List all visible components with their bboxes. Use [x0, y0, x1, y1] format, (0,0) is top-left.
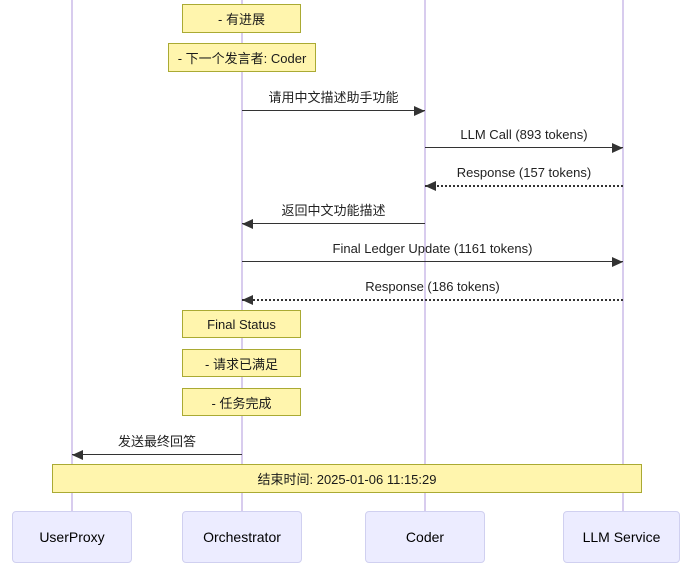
- note: - 下一个发言者: Coder: [168, 43, 316, 72]
- arrowhead-right-icon: [612, 143, 623, 153]
- message-label: Response (186 tokens): [365, 279, 500, 294]
- message-line: [242, 223, 425, 224]
- message-line: [242, 110, 425, 111]
- message-line: [242, 261, 623, 262]
- message-line: [425, 185, 623, 187]
- participant-label: Coder: [405, 529, 445, 545]
- lifeline-llm-service: [622, 0, 624, 511]
- lifeline-orchestrator: [241, 0, 243, 511]
- arrowhead-left-icon: [242, 295, 253, 305]
- message-line: [72, 454, 242, 455]
- participant-coder: Coder: [365, 511, 485, 563]
- note-text: 结束时间: 2025-01-06 11:15:29: [257, 472, 437, 487]
- message: Final Ledger Update (1161 tokens): [242, 241, 623, 267]
- message: Response (186 tokens): [242, 279, 623, 305]
- message-label: Response (157 tokens): [456, 165, 592, 180]
- note: Final Status: [182, 310, 301, 338]
- message-line: [242, 299, 623, 301]
- participant-llm-service: LLM Service: [563, 511, 680, 563]
- arrowhead-left-icon: [72, 450, 83, 460]
- message: 发送最终回答: [72, 434, 242, 460]
- arrowhead-right-icon: [414, 106, 425, 116]
- note: - 有进展: [182, 4, 301, 33]
- message: 返回中文功能描述: [242, 203, 425, 229]
- lifeline-coder: [424, 0, 426, 511]
- message-line: [425, 147, 623, 148]
- arrowhead-right-icon: [612, 257, 623, 267]
- message: Response (157 tokens): [425, 165, 623, 191]
- note-end-time: 结束时间: 2025-01-06 11:15:29: [52, 464, 642, 493]
- note-text: - 请求已满足: [205, 356, 278, 372]
- message-label: 返回中文功能描述: [281, 203, 386, 218]
- note: - 任务完成: [182, 388, 301, 416]
- arrowhead-left-icon: [242, 219, 253, 229]
- arrowhead-left-icon: [425, 181, 436, 191]
- message-label: 请用中文描述助手功能: [268, 90, 399, 105]
- note-text: - 任务完成: [211, 395, 272, 411]
- note-text: - 有进展: [218, 12, 265, 27]
- note-text: - 下一个发言者: Coder: [177, 51, 307, 66]
- participant-orchestrator: Orchestrator: [182, 511, 302, 563]
- note: - 请求已满足: [182, 349, 301, 377]
- message-label: Final Ledger Update (1161 tokens): [332, 241, 533, 256]
- note-text: Final Status: [207, 316, 276, 332]
- message-label: 发送最终回答: [117, 434, 196, 449]
- participant-label: LLM Service: [582, 529, 661, 545]
- participant-label: UserProxy: [39, 529, 105, 545]
- message-label: LLM Call (893 tokens): [460, 127, 588, 142]
- message: 请用中文描述助手功能: [242, 90, 425, 116]
- lifeline-userproxy: [71, 0, 73, 511]
- message: LLM Call (893 tokens): [425, 127, 623, 153]
- participant-label: Orchestrator: [203, 529, 281, 545]
- participant-userproxy: UserProxy: [12, 511, 132, 563]
